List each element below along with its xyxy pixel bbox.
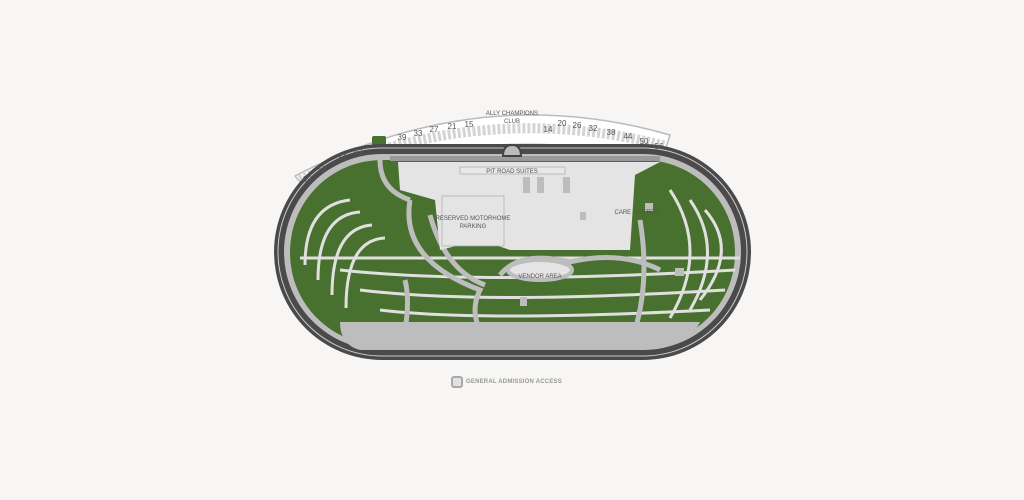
section-59[interactable]: 59 xyxy=(318,165,327,174)
section-21[interactable]: 21 xyxy=(448,122,457,131)
section-56[interactable]: 56 xyxy=(655,142,664,151)
vendor-area-label: VENDOR AREA xyxy=(518,274,561,280)
section-15[interactable]: 15 xyxy=(465,120,474,129)
section-38[interactable]: 38 xyxy=(607,128,616,137)
tunnel xyxy=(501,143,523,157)
motorhome-parking-area[interactable] xyxy=(441,195,505,247)
motorhome-label-2: PARKING xyxy=(460,224,487,230)
legend: GENERAL ADMISSION ACCESS xyxy=(451,376,562,388)
care-center-label: CARE CENTER xyxy=(614,210,658,216)
vendor-area[interactable] xyxy=(506,258,574,282)
club-label: ALLY CHAMPIONS xyxy=(486,111,538,117)
pit-road-suites[interactable] xyxy=(459,166,566,175)
motorhome-label: RESERVED MOTORHOME xyxy=(436,216,511,222)
general-admission-swatch xyxy=(451,376,463,388)
section-69[interactable]: 69 xyxy=(303,175,312,184)
section-27[interactable]: 27 xyxy=(430,125,439,134)
bottom-apron xyxy=(340,322,700,350)
section-51[interactable]: 51 xyxy=(339,153,348,162)
section-44[interactable]: 44 xyxy=(624,132,633,141)
club-label-2: CLUB xyxy=(504,119,520,125)
section-43[interactable]: 43 xyxy=(354,148,363,157)
section-14[interactable]: 14 xyxy=(544,125,553,134)
section-39[interactable]: 39 xyxy=(398,133,407,142)
section-33[interactable]: 33 xyxy=(414,129,423,138)
pit-road xyxy=(390,156,660,161)
section-50[interactable]: 50 xyxy=(640,137,649,146)
legend-label: GENERAL ADMISSION ACCESS xyxy=(466,379,562,385)
section-20[interactable]: 20 xyxy=(558,119,567,128)
pit-road-label: PIT ROAD SUITES xyxy=(486,169,538,175)
section-26[interactable]: 26 xyxy=(573,121,582,130)
section-32[interactable]: 32 xyxy=(589,124,598,133)
